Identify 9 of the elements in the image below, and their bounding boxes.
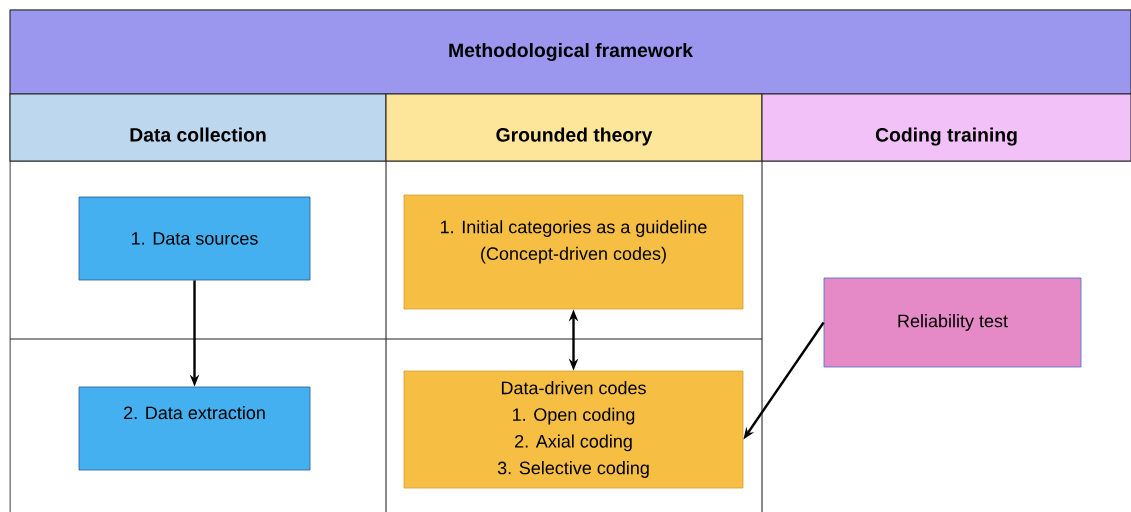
process-box: 1. Data sources xyxy=(78,196,311,281)
column-header: Data collection xyxy=(9,93,387,162)
title-band: Methodological framework xyxy=(9,9,1131,95)
column-header: Coding training xyxy=(761,93,1131,162)
process-box: Reliability test xyxy=(823,277,1082,368)
process-box: 1. Initial categories as a guideline (Concept-driven codes) xyxy=(403,194,744,310)
process-box: Data-driven codes 1. Open coding 2. Axial coding 3. Selective coding xyxy=(403,370,744,489)
process-box: 2. Data extraction xyxy=(78,386,311,471)
column-header: Grounded theory xyxy=(385,93,763,162)
